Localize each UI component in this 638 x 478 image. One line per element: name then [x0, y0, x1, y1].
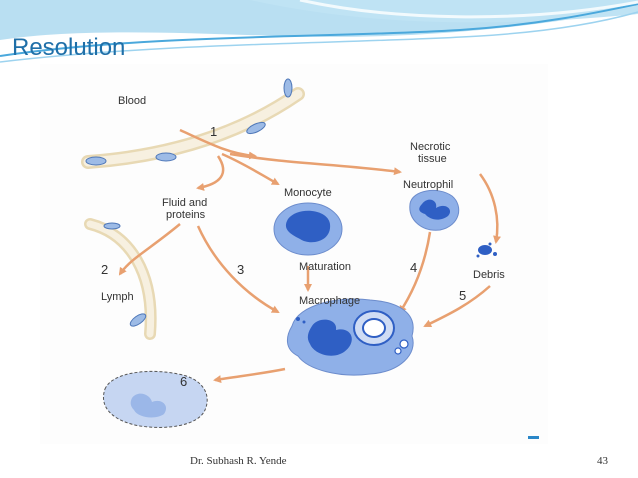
label-lymph: Lymph	[101, 291, 134, 303]
label-necrotic: Necrotic	[410, 141, 451, 153]
step-number-5: 5	[459, 288, 466, 303]
label-maturation: Maturation	[299, 261, 351, 273]
label-fluid: Fluid and	[162, 197, 207, 209]
slide-title: Resolution	[12, 34, 126, 61]
step-number-2: 2	[101, 262, 108, 277]
label-neutrophil: Neutrophil	[403, 179, 453, 191]
label-proteins: proteins	[166, 209, 206, 221]
label-blood: Blood	[118, 95, 146, 107]
label-debris: Debris	[473, 269, 505, 281]
inflammation-resolution-diagram: Blood Fluid and proteins Monocyte Necrot…	[40, 64, 548, 444]
step-number-6: 6	[180, 374, 187, 389]
corner-mark	[528, 436, 539, 439]
neutrophil-cell	[409, 189, 460, 231]
monocyte-cell	[273, 202, 343, 256]
pathway-arrows	[118, 128, 501, 384]
label-tissue: tissue	[418, 153, 447, 165]
debris-particles	[476, 242, 497, 258]
label-macrophage: Macrophage	[299, 295, 360, 307]
step-number-4: 4	[410, 260, 417, 275]
macrophage-cell	[287, 298, 414, 376]
footer-author: Dr. Subhash R. Yende	[190, 455, 287, 467]
resolved-cell	[103, 370, 208, 428]
header-waves-decoration	[0, 0, 638, 63]
label-monocyte: Monocyte	[284, 187, 332, 199]
footer-page-number: 43	[597, 455, 608, 467]
step-number-1: 1	[210, 124, 217, 139]
lymph-vessel	[84, 218, 157, 340]
step-number-3: 3	[237, 262, 244, 277]
